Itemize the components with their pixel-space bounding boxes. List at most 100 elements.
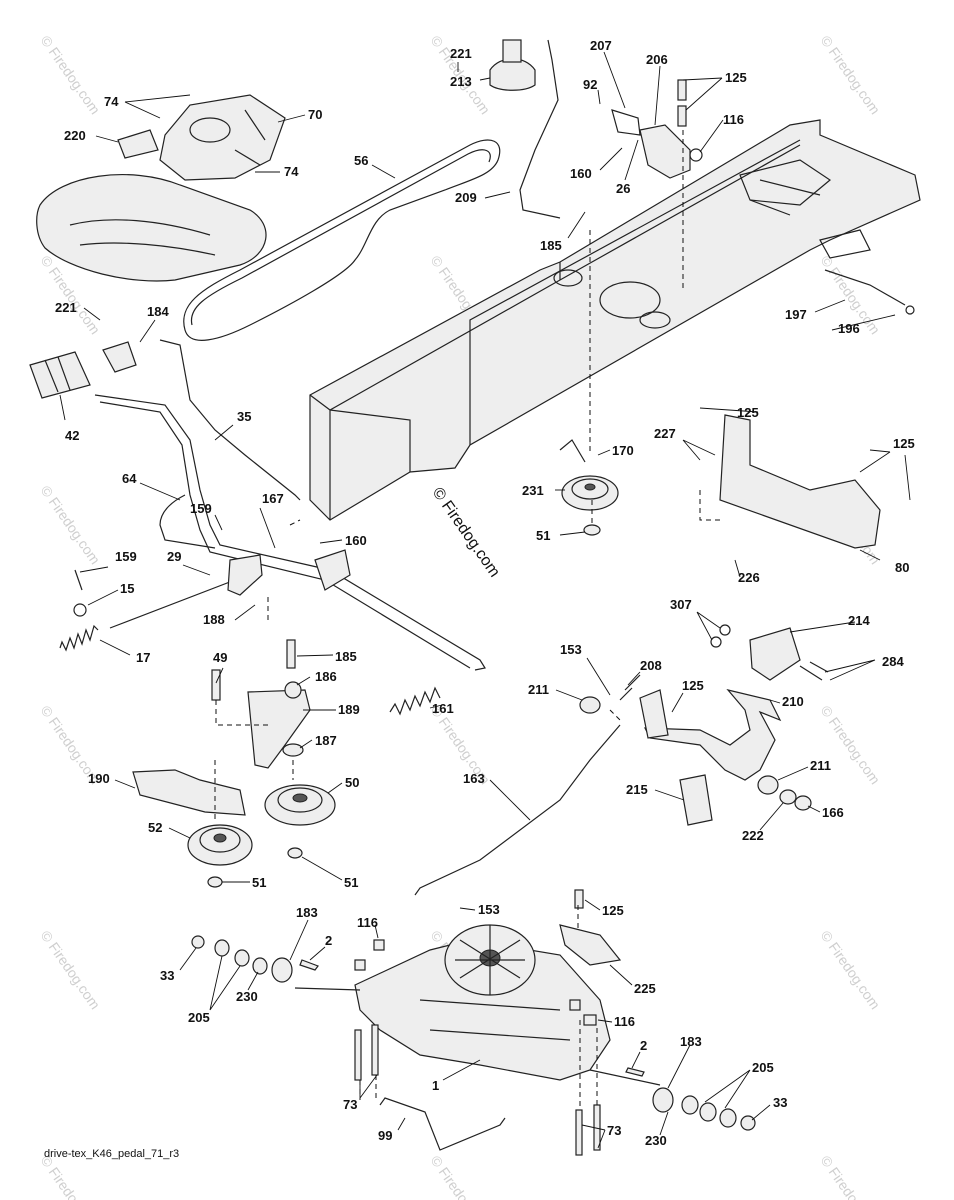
callout-label: 196 — [838, 321, 860, 336]
callout-label: 116 — [723, 112, 744, 127]
callout-label: 197 — [785, 307, 807, 322]
callout-label: 206 — [646, 52, 668, 67]
callout-label: 221 — [55, 300, 77, 315]
pulley-50 — [264, 784, 336, 826]
watermark: © Firedog.com — [818, 1153, 884, 1200]
callout-label: 222 — [742, 828, 764, 843]
callout-label: 166 — [822, 805, 844, 820]
callout-label: 230 — [645, 1133, 667, 1148]
callout-label: 1 — [432, 1078, 439, 1093]
callout-label: 125 — [602, 903, 624, 918]
callout-label: 205 — [188, 1010, 210, 1025]
center-watermark: © Firedog.com — [429, 485, 503, 581]
callout-label: 190 — [88, 771, 110, 786]
callout-label: 230 — [236, 989, 258, 1004]
spring-161 — [389, 686, 441, 716]
callout-label: 188 — [203, 612, 225, 627]
callout-label: 159 — [190, 501, 212, 516]
console-cover — [159, 94, 286, 181]
callout-label: 29 — [167, 549, 181, 564]
callout-label: 51 — [344, 875, 358, 890]
callout-label: 208 — [640, 658, 662, 673]
callout-label: 99 — [378, 1128, 392, 1143]
callout-label: 211 — [810, 758, 831, 773]
drive-belt — [183, 139, 501, 341]
callout-label: 42 — [65, 428, 79, 443]
callout-label: 74 — [284, 164, 299, 179]
callout-label: 187 — [315, 733, 337, 748]
callout-label: 70 — [308, 107, 322, 122]
callout-label: 116 — [357, 915, 378, 930]
callout-label: 231 — [522, 483, 544, 498]
lift-shaft — [94, 394, 486, 671]
parts-illustration — [29, 39, 921, 1156]
callout-label: 170 — [612, 443, 634, 458]
callout-label: 50 — [345, 775, 359, 790]
callout-label: 185 — [540, 238, 562, 253]
callout-label: 52 — [148, 820, 162, 835]
callout-label: 209 — [455, 190, 477, 205]
callout-label: 214 — [848, 613, 870, 628]
bracket-80 — [719, 414, 881, 549]
watermark: © Firedog.com — [38, 33, 104, 118]
callout-label: 284 — [882, 654, 904, 669]
callout-label: 116 — [614, 1014, 635, 1029]
callout-label: 189 — [338, 702, 360, 717]
leader-lines — [59, 51, 911, 1149]
callout-label: 160 — [570, 166, 592, 181]
callout-label: 211 — [528, 682, 549, 697]
callout-label: 207 — [590, 38, 612, 53]
callout-label: 205 — [752, 1060, 774, 1075]
callout-label: 161 — [432, 701, 454, 716]
pulley-231 — [561, 475, 619, 511]
callout-label: 125 — [682, 678, 704, 693]
callout-label: 184 — [147, 304, 169, 319]
spring-17 — [59, 624, 99, 652]
callout-label: 153 — [478, 902, 500, 917]
callout-label: 227 — [654, 426, 676, 441]
callout-label: 163 — [463, 771, 485, 786]
callout-label: 125 — [893, 436, 915, 451]
callout-label: 17 — [136, 650, 150, 665]
callout-label: 160 — [345, 533, 367, 548]
watermark: © Firedog.com — [818, 928, 884, 1013]
watermark: © Firedog.com — [818, 703, 884, 788]
fender-pan — [36, 174, 267, 282]
callout-label: 220 — [64, 128, 86, 143]
callout-label: 186 — [315, 669, 337, 684]
callout-label: 167 — [262, 491, 284, 506]
callout-label: 226 — [738, 570, 760, 585]
callout-label: 26 — [616, 181, 630, 196]
idler-bracket — [247, 689, 311, 769]
callout-label: 74 — [104, 94, 119, 109]
watermark: © Firedog.com — [38, 483, 104, 568]
shift-lever — [519, 39, 561, 219]
pulley-52 — [187, 824, 253, 866]
callout-label: 183 — [680, 1034, 702, 1049]
callout-label: 125 — [737, 405, 759, 420]
watermark: © Firedog.com — [428, 1153, 494, 1200]
callout-label: 35 — [237, 409, 251, 424]
callout-label: 64 — [122, 471, 137, 486]
callout-label: 33 — [773, 1095, 787, 1110]
callout-label: 153 — [560, 642, 582, 657]
callout-label: 125 — [725, 70, 747, 85]
callout-label: 2 — [325, 933, 332, 948]
watermark: © Firedog.com — [38, 928, 104, 1013]
callout-label: 73 — [607, 1123, 621, 1138]
callout-label: 183 — [296, 905, 318, 920]
callout-label: 210 — [782, 694, 804, 709]
watermark: © Firedog.com — [818, 33, 884, 118]
callout-label: 73 — [343, 1097, 357, 1112]
callout-label: 92 — [583, 77, 597, 92]
brake-rod — [414, 724, 621, 896]
brake-pedal — [644, 688, 782, 781]
callout-label: 307 — [670, 597, 692, 612]
chassis-frame — [309, 119, 921, 521]
callout-label: 80 — [895, 560, 909, 575]
callout-label: 33 — [160, 968, 174, 983]
callout-label: 221 — [450, 46, 472, 61]
callout-labels: 221 213 207 206 125 92 116 74 70 220 74 … — [55, 38, 915, 1148]
callout-label: 51 — [536, 528, 550, 543]
